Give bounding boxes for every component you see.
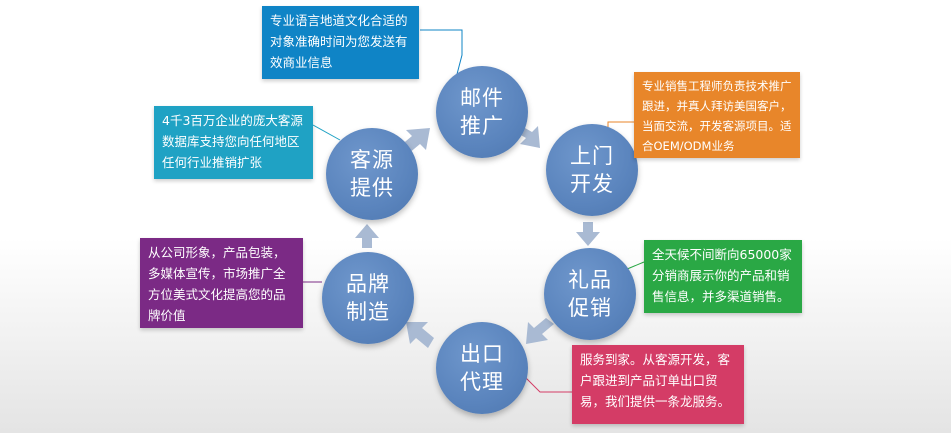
connector-data	[312, 124, 341, 141]
arrow-gift-to-export	[526, 318, 554, 344]
node-email-label: 邮件推广	[460, 86, 504, 138]
arrow-export-to-brand	[406, 322, 434, 348]
connector-email	[420, 29, 463, 79]
description-onsite-visit: 专业销售工程师负责技术推广跟进，并真人拜访美国客户，当面交流，开发客源项目。适合…	[634, 72, 800, 158]
arrow-visit-to-gift	[576, 222, 600, 246]
description-customer-source: 4千3百万企业的庞大客源数据库支持您向任何地区任何行业推销扩张	[154, 106, 313, 179]
description-gift-promotion: 全天候不间断向65000家分销商展示你的产品和销售信息，并多渠道销售。	[644, 240, 802, 313]
node-export-label: 出口代理	[460, 342, 504, 394]
description-email-promotion: 专业语言地道文化合适的对象准确时间为您发送有效商业信息	[262, 6, 419, 79]
node-gift-label: 礼品促销	[568, 268, 612, 320]
node-visit-label: 上门开发	[570, 144, 614, 196]
description-export-agency: 服务到家。从客源开发，客户跟进到产品订单出口贸易，我们提供一条龙服务。	[572, 345, 744, 424]
node-brand-label: 品牌制造	[346, 272, 390, 324]
connector-export	[519, 371, 572, 393]
node-gift-promotion[interactable]: 礼品促销	[544, 248, 636, 340]
node-customer-source[interactable]: 客源提供	[326, 128, 418, 220]
node-email-promotion[interactable]: 邮件推广	[436, 66, 528, 158]
node-export-agency[interactable]: 出口代理	[436, 322, 528, 414]
arrow-brand-to-data	[355, 224, 379, 248]
description-brand-building: 从公司形象，产品包装，多媒体宣传，市场推广全方位美式文化提高您的品牌价值	[140, 238, 303, 328]
node-data-label: 客源提供	[350, 148, 394, 200]
node-onsite-visit[interactable]: 上门开发	[546, 124, 638, 216]
node-brand-building[interactable]: 品牌制造	[322, 252, 414, 344]
